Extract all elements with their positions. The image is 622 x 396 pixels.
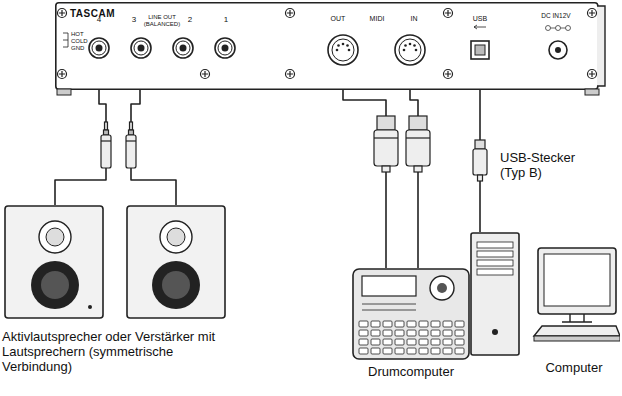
cable — [131, 90, 176, 205]
line-out-jack — [89, 38, 109, 58]
speaker — [127, 206, 225, 318]
brand-name: TASCAM — [70, 8, 115, 20]
monitor — [538, 248, 616, 322]
device-caption: Aktivlautsprecher oder Verstärker mit La… — [2, 329, 228, 374]
midi-plug — [374, 116, 398, 172]
drum-machine-drawing — [352, 268, 470, 362]
midi-plug — [406, 116, 430, 172]
screw — [286, 70, 295, 79]
jack-number: 3 — [132, 15, 136, 24]
speakers-device: Aktivlautsprecher oder Verstärker mit La… — [2, 205, 228, 377]
computer-drawing — [470, 232, 620, 358]
screw — [444, 70, 453, 79]
port-label: OUT — [331, 15, 346, 23]
dc-jack — [546, 26, 571, 60]
usb-plug — [473, 140, 487, 181]
port-label: LINE OUT (BALANCED) — [141, 14, 183, 28]
jack-plug — [101, 122, 111, 168]
drum-machine-device: Drumcomputer — [352, 268, 470, 382]
jack-number: 2 — [188, 15, 192, 24]
port-label: IN — [411, 15, 418, 23]
port-label: USB — [473, 15, 487, 23]
line-out-jack — [173, 38, 193, 58]
connector-label: USB-Stecker (Typ B) — [500, 150, 590, 180]
speaker-drawing — [2, 205, 228, 323]
device-caption: Computer — [528, 360, 620, 375]
line-out-jack — [215, 38, 235, 58]
port-label: MIDI — [370, 15, 385, 23]
jack-number: 1 — [224, 15, 228, 24]
pin-label: COLD — [71, 38, 88, 45]
screw — [58, 9, 67, 18]
interface-rear-panel: TASCAM HOTCOLDGND 4 3 LINE OUT (BALANCED) 2 1 O… — [55, 2, 607, 90]
jack-number: 4 — [97, 15, 101, 24]
pin-label: GND — [71, 45, 84, 52]
keyboard — [534, 326, 620, 341]
computer-device: Computer — [470, 232, 620, 378]
screw — [444, 9, 453, 18]
screw — [286, 9, 295, 18]
screw — [588, 9, 597, 18]
screw — [588, 70, 597, 79]
screw — [58, 70, 67, 79]
pin-label: HOT — [71, 31, 84, 38]
computer-tower — [471, 233, 519, 355]
line-out-jack — [131, 38, 151, 58]
speaker — [5, 206, 103, 318]
usb-jack — [471, 25, 489, 59]
device-caption: Drumcomputer — [352, 364, 470, 379]
cable — [55, 90, 106, 205]
jack-plug — [126, 122, 136, 168]
midi-jack — [395, 35, 425, 65]
port-label: DC IN12V — [541, 12, 570, 19]
midi-jack — [328, 35, 358, 65]
screw — [201, 70, 210, 79]
